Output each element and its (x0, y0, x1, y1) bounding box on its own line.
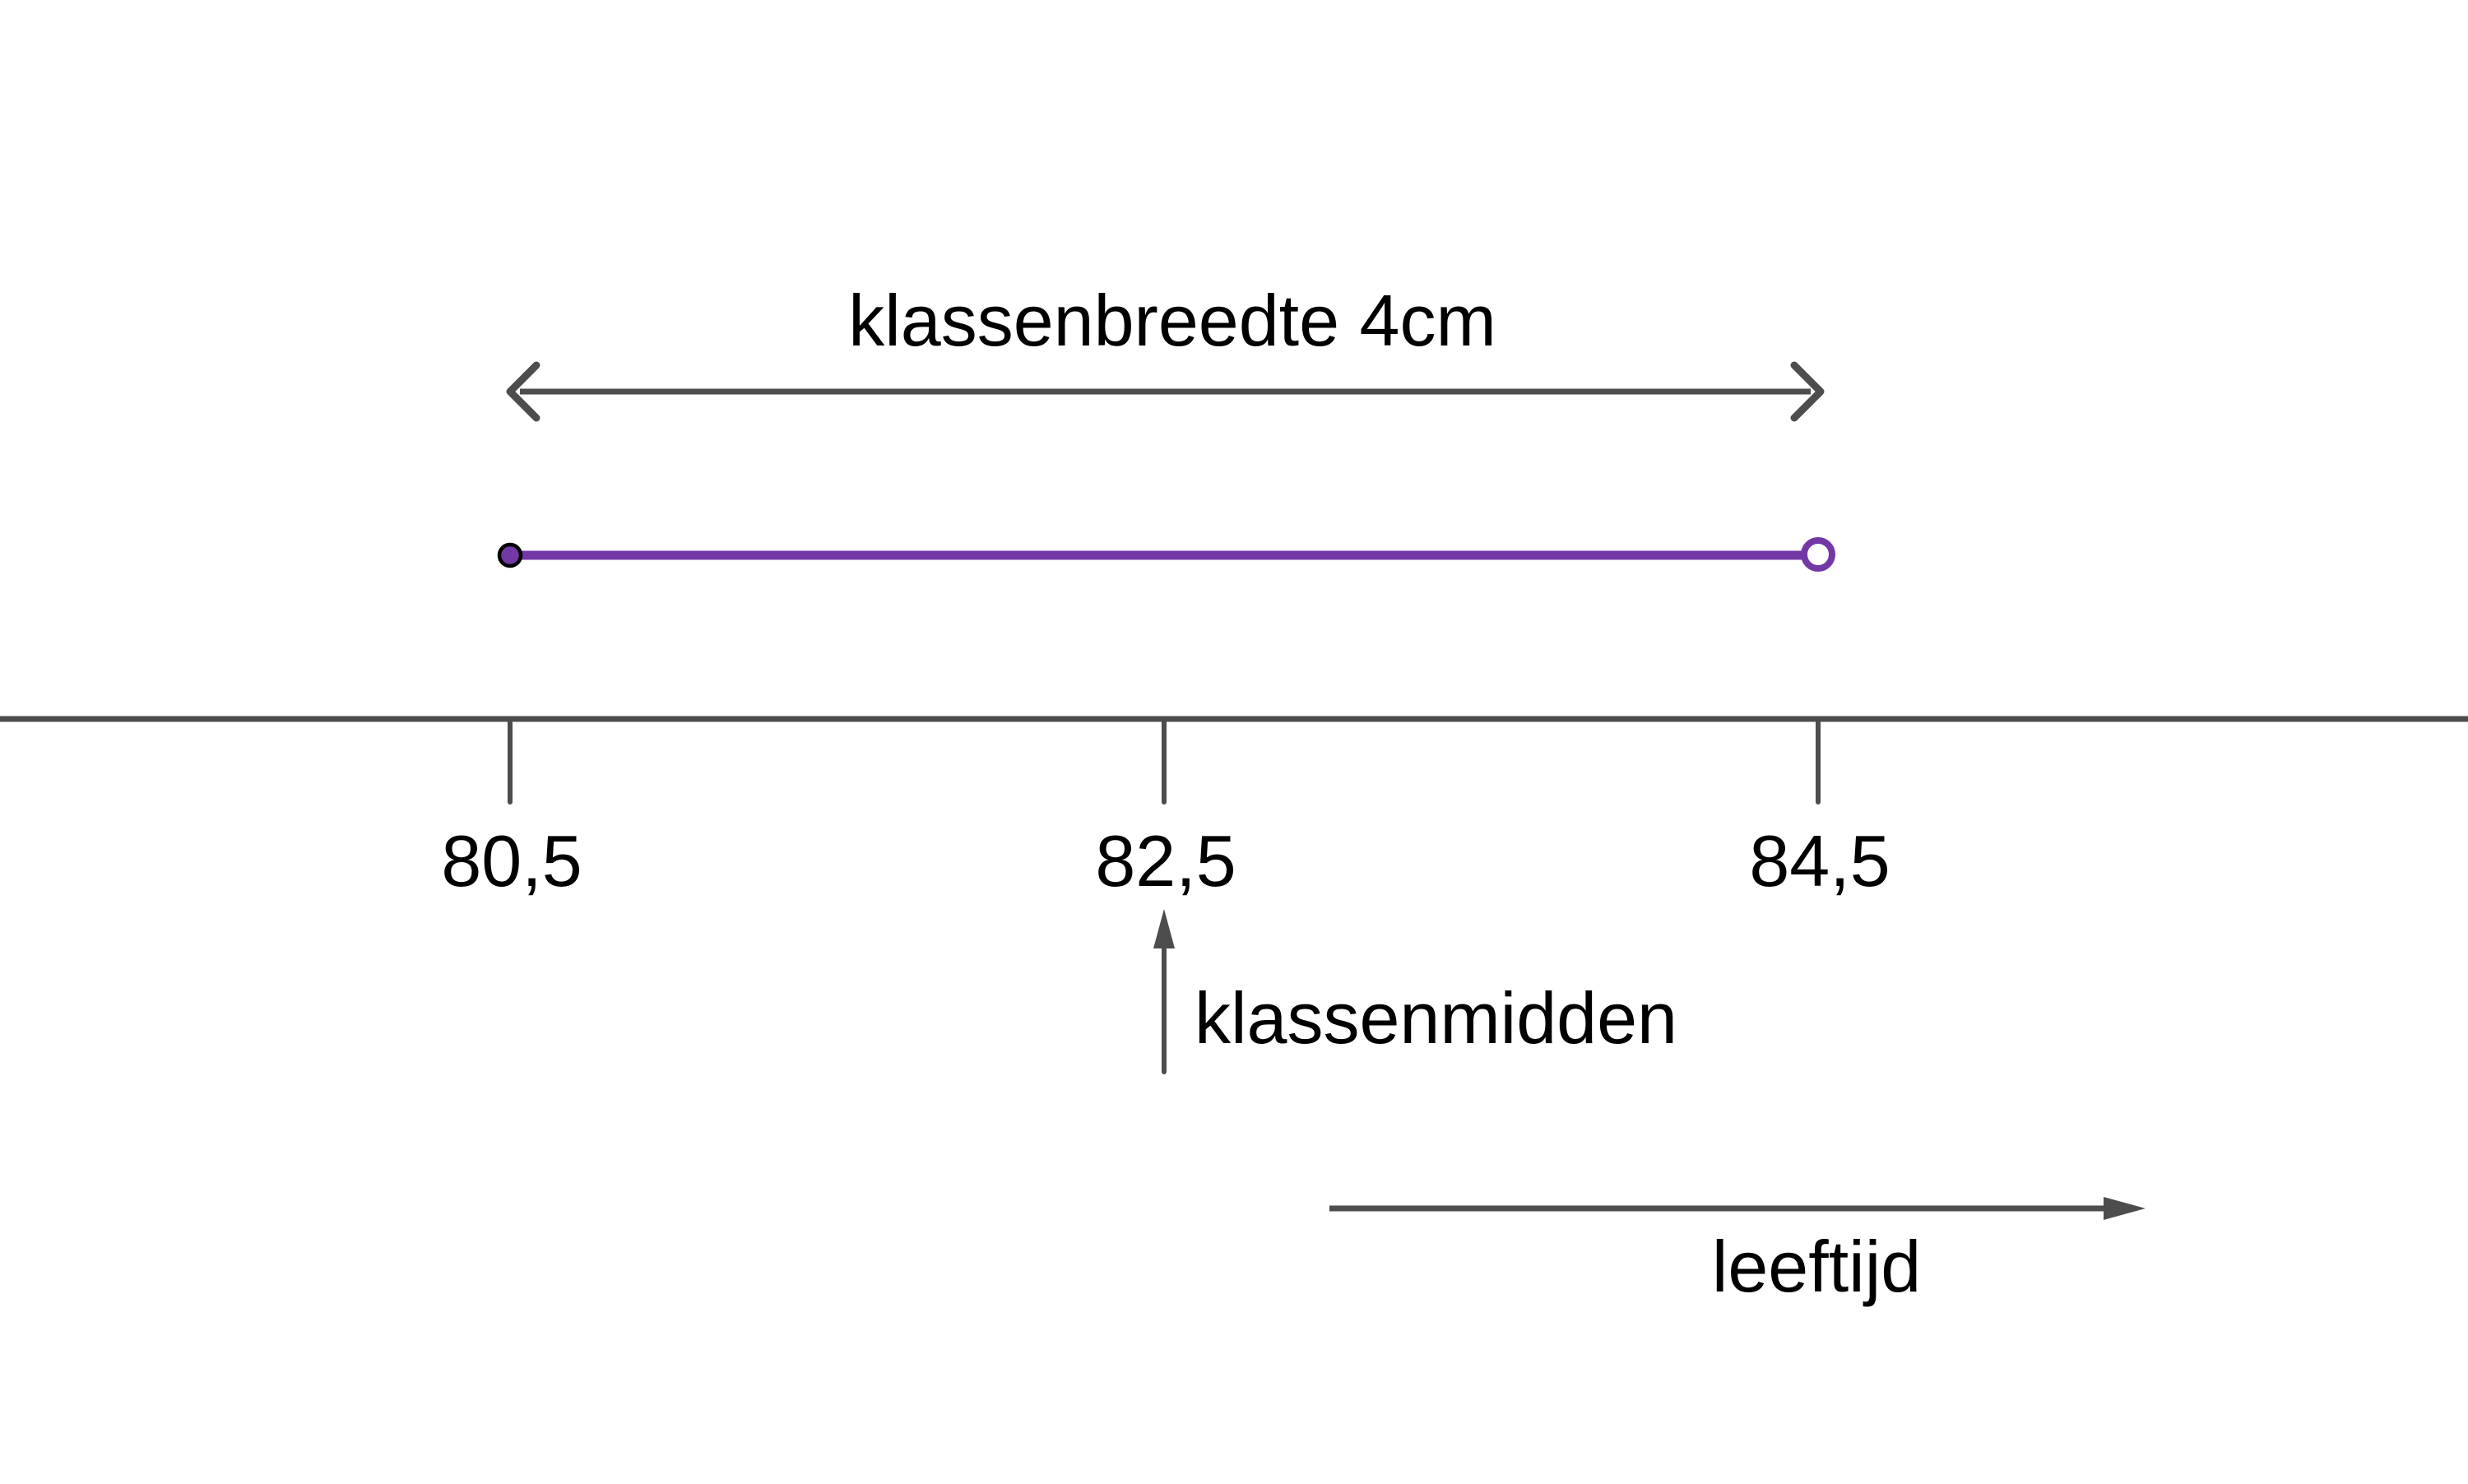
tick-label: 80,5 (441, 820, 582, 902)
right-arrow-icon (1329, 1197, 2146, 1220)
tick-label: 84,5 (1749, 820, 1890, 902)
tick-label: 82,5 (1095, 820, 1236, 902)
class-width-label: klassenbreedte 4cm (848, 280, 1496, 361)
up-arrow-icon (1153, 909, 1175, 1074)
up-arrow-head (1153, 909, 1175, 948)
open-endpoint-circle (1801, 537, 1835, 572)
axis: 80,5 82,5 84,5 (0, 716, 2468, 902)
axis-label: leeftijd (1712, 1226, 1921, 1307)
double-headed-arrow-icon (506, 361, 1825, 422)
class-midpoint-label: klassenmidden (1195, 977, 1677, 1059)
double-arrow-left-chevron (506, 361, 540, 422)
double-arrow-right-chevron (1790, 361, 1825, 422)
closed-endpoint-dot (497, 542, 523, 568)
class-interval-segment (497, 537, 1835, 572)
right-arrow-head (2104, 1197, 2146, 1220)
